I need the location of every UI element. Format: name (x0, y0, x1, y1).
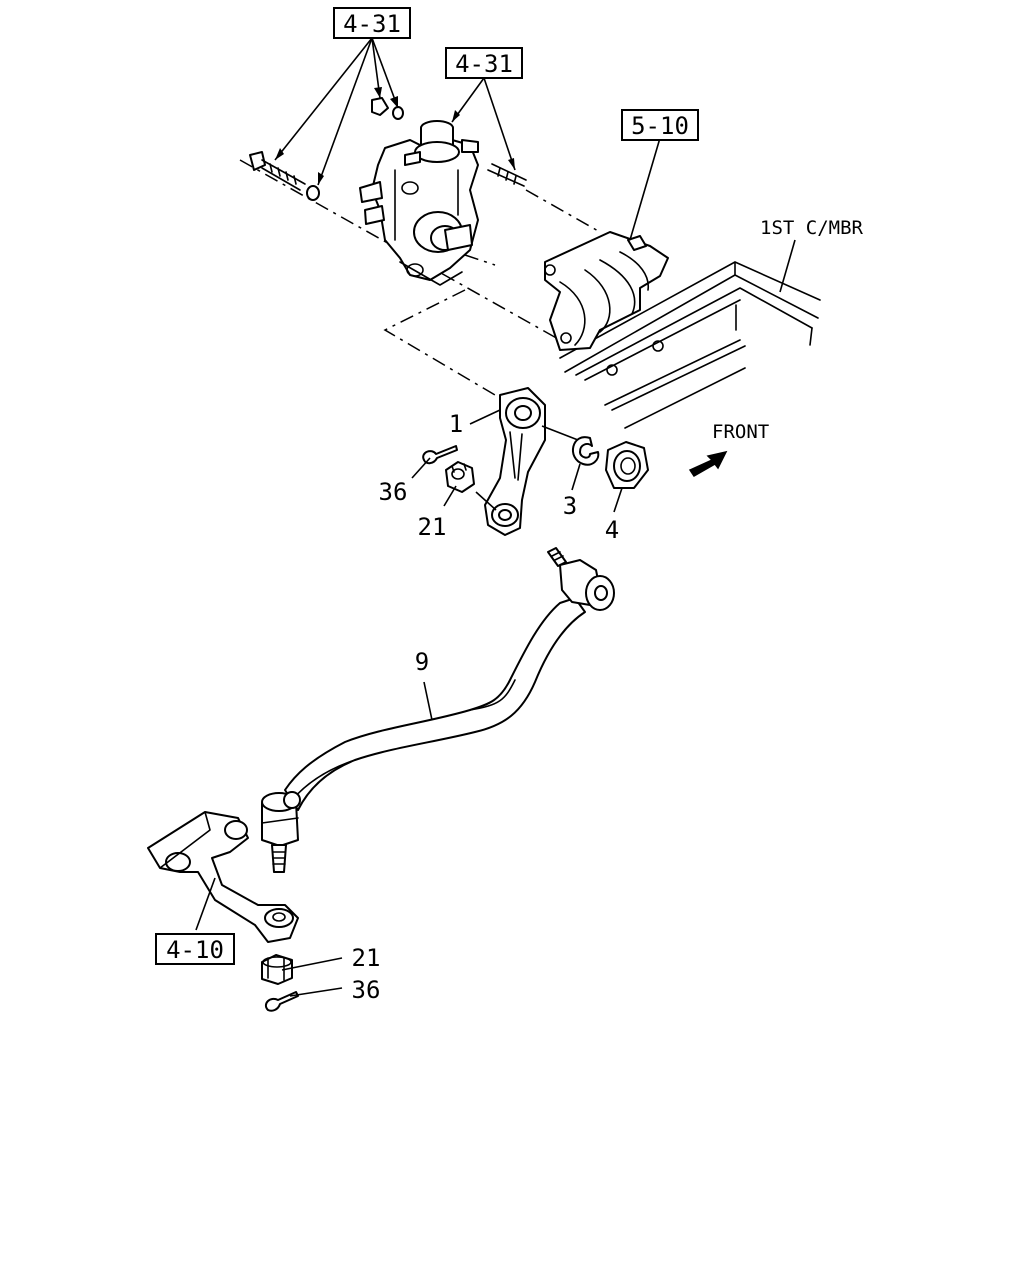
idler-arm (147, 811, 299, 943)
front-arrow-icon (688, 450, 728, 477)
ref-box-4-31-top: 4-31 (333, 7, 411, 39)
callout-castle-nut-lower: 21 (352, 944, 381, 972)
cotter-pin-upper (422, 445, 458, 465)
ref-box-4-31-right: 4-31 (445, 47, 523, 79)
lock-washer (572, 436, 600, 466)
drag-link-rear-end (261, 791, 301, 873)
callout-pitman-arm: 1 (449, 410, 463, 438)
gear-mount-stud (487, 163, 527, 187)
ref-box-4-10-label: 4-10 (166, 936, 224, 964)
front-label: FRONT (712, 421, 769, 443)
gear-mount-bolt (249, 151, 306, 191)
pitman-arm (484, 387, 546, 536)
callout-drag-link: 9 (415, 648, 429, 676)
castle-nut-upper (445, 461, 475, 493)
drag-link-front-end (547, 547, 615, 611)
ref-box-5-10-label: 5-10 (631, 112, 689, 140)
callout-lock-washer: 3 (563, 492, 577, 520)
steering-gear-box (359, 120, 479, 286)
ref-box-5-10: 5-10 (621, 109, 699, 141)
callout-nut: 4 (605, 516, 619, 544)
steering-gear-bracket (544, 231, 669, 351)
gear-mount-small-washer (392, 106, 404, 120)
cotter-pin-lower (264, 991, 299, 1012)
pitman-nut (605, 441, 649, 489)
castle-nut-lower (261, 954, 293, 985)
leader-arrowheads (275, 87, 515, 185)
callout-cotter-pin-lower: 36 (352, 976, 381, 1004)
gear-mount-washer (306, 185, 320, 201)
ref-box-4-31-right-label: 4-31 (455, 50, 513, 78)
callout-castle-nut-upper: 21 (418, 513, 447, 541)
crossmember-label: 1ST C/MBR (760, 217, 864, 239)
ref-box-4-10: 4-10 (155, 933, 235, 965)
leader-lines (195, 37, 796, 997)
ref-box-4-31-top-label: 4-31 (343, 10, 401, 38)
drag-link (284, 597, 586, 811)
frame-rail (559, 261, 821, 429)
gear-mount-nut (371, 97, 389, 116)
callout-cotter-pin-upper: 36 (379, 478, 408, 506)
